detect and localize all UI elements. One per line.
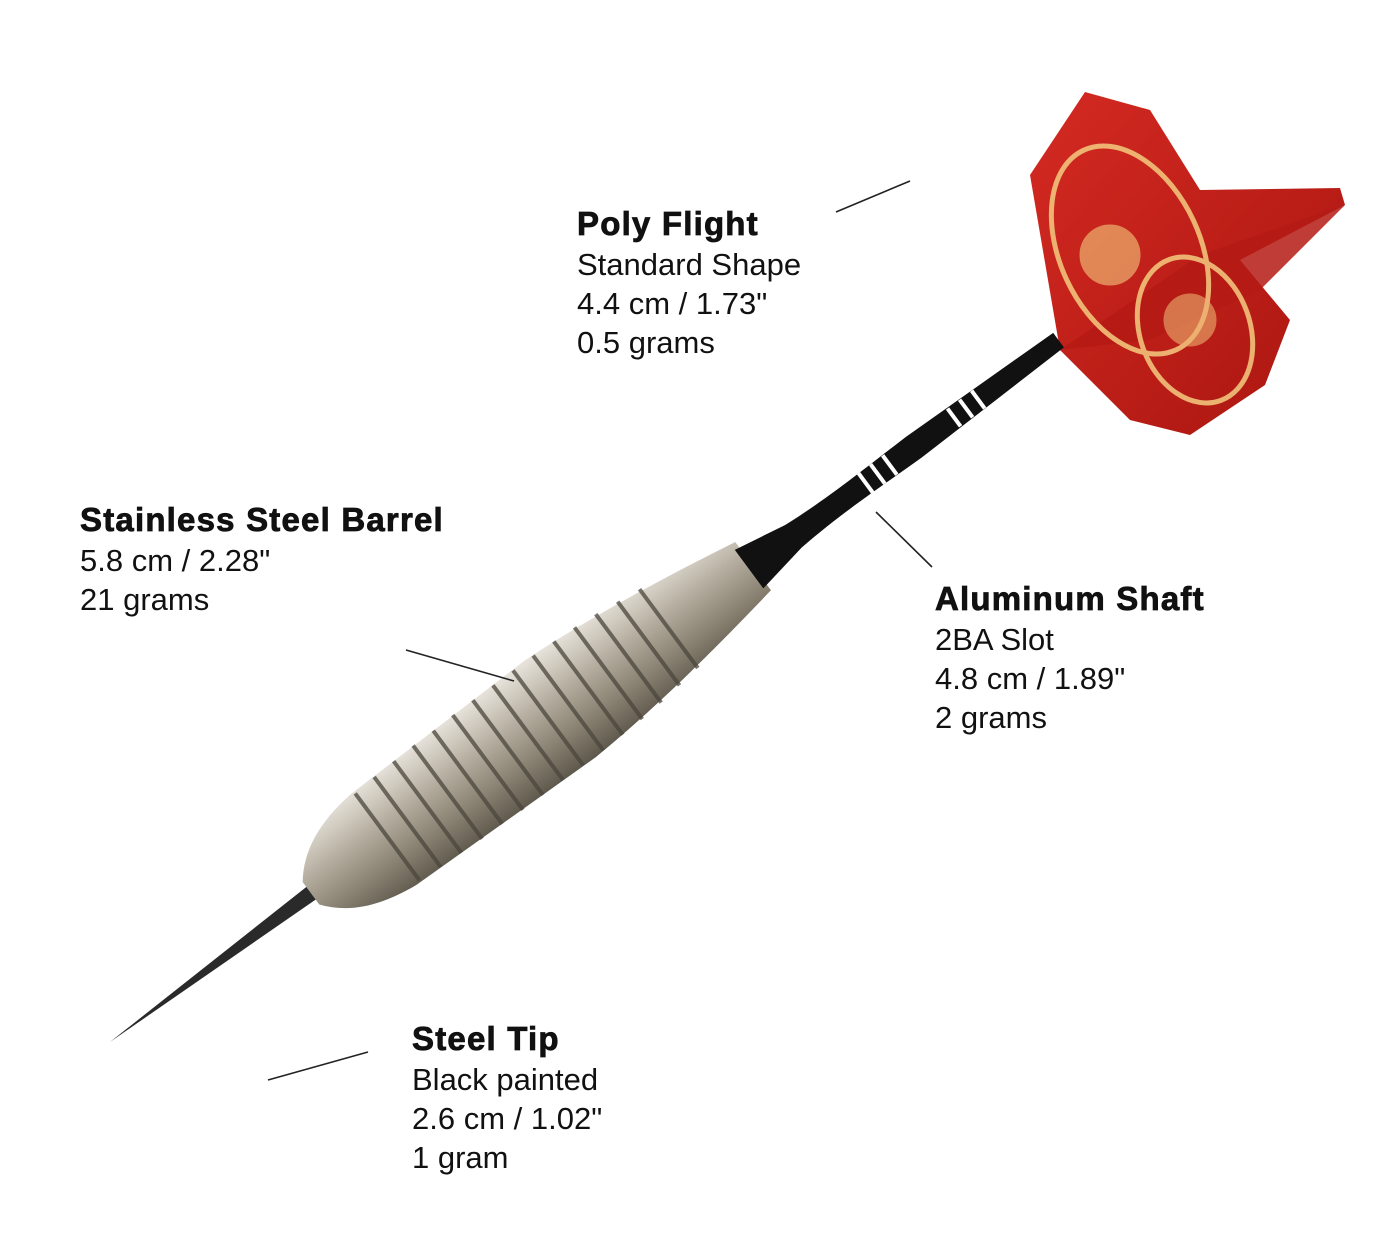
barrel-size: 5.8 cm / 2.28" <box>80 543 271 578</box>
tip-weight: 1 gram <box>412 1140 509 1175</box>
tip-size: 2.6 cm / 1.02" <box>412 1101 603 1136</box>
tip-label: Steel Tip Black painted 2.6 cm / 1.02" 1… <box>412 1018 603 1177</box>
flight-shape: Standard Shape <box>577 247 802 282</box>
barrel-label: Stainless Steel Barrel 5.8 cm / 2.28" 21… <box>80 499 444 619</box>
shaft-rings <box>856 389 987 494</box>
barrel-weight: 21 grams <box>80 582 210 617</box>
shaft-leader-line <box>875 511 933 568</box>
tip-title: Steel Tip <box>412 1020 560 1058</box>
shaft-size: 4.8 cm / 1.89" <box>935 661 1126 696</box>
barrel-leader-line <box>405 649 515 682</box>
flight-weight: 0.5 grams <box>577 325 715 360</box>
flight <box>1030 92 1345 435</box>
aluminum-shaft <box>734 332 1064 589</box>
flight-size: 4.4 cm / 1.73" <box>577 286 768 321</box>
tip-leader-line <box>267 1051 369 1081</box>
shaft-weight: 2 grams <box>935 700 1047 735</box>
tip-finish: Black painted <box>412 1062 599 1097</box>
steel-tip <box>110 883 320 1042</box>
flight-label: Poly Flight Standard Shape 4.4 cm / 1.73… <box>577 203 801 362</box>
barrel-grooves <box>353 588 700 882</box>
barrel <box>302 542 771 909</box>
flight-title: Poly Flight <box>577 205 759 243</box>
shaft-slot: 2BA Slot <box>935 622 1054 657</box>
flight-leader-line <box>835 180 911 213</box>
shaft-title: Aluminum Shaft <box>935 580 1205 618</box>
shaft-label: Aluminum Shaft 2BA Slot 4.8 cm / 1.89" 2… <box>935 578 1205 737</box>
barrel-title: Stainless Steel Barrel <box>80 501 444 539</box>
